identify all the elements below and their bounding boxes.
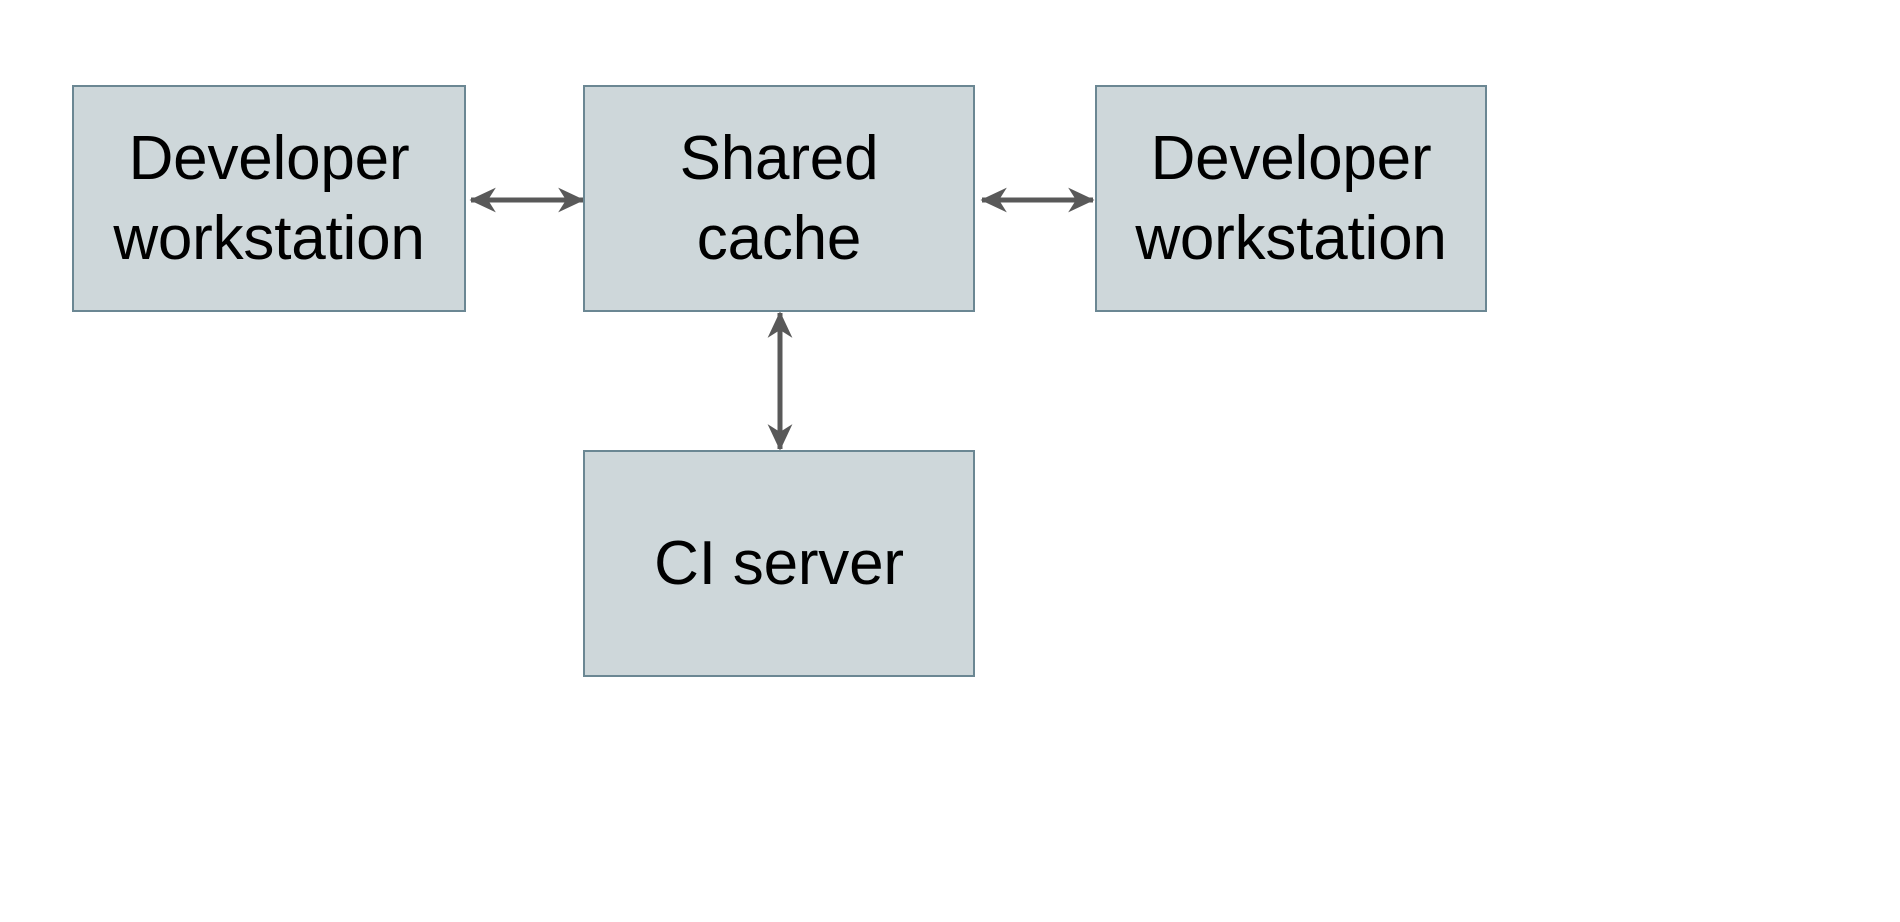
node-ci-server[interactable]: CI server <box>583 450 975 677</box>
node-label-developer-workstation-left: Developer workstation <box>113 124 425 273</box>
node-label-developer-workstation-right: Developer workstation <box>1135 124 1447 273</box>
node-shared-cache[interactable]: Shared cache <box>583 85 975 312</box>
node-developer-workstation-right[interactable]: Developer workstation <box>1095 85 1487 312</box>
node-label-ci-server: CI server <box>654 528 904 598</box>
node-label-shared-cache: Shared cache <box>679 124 879 273</box>
node-developer-workstation-left[interactable]: Developer workstation <box>72 85 466 312</box>
